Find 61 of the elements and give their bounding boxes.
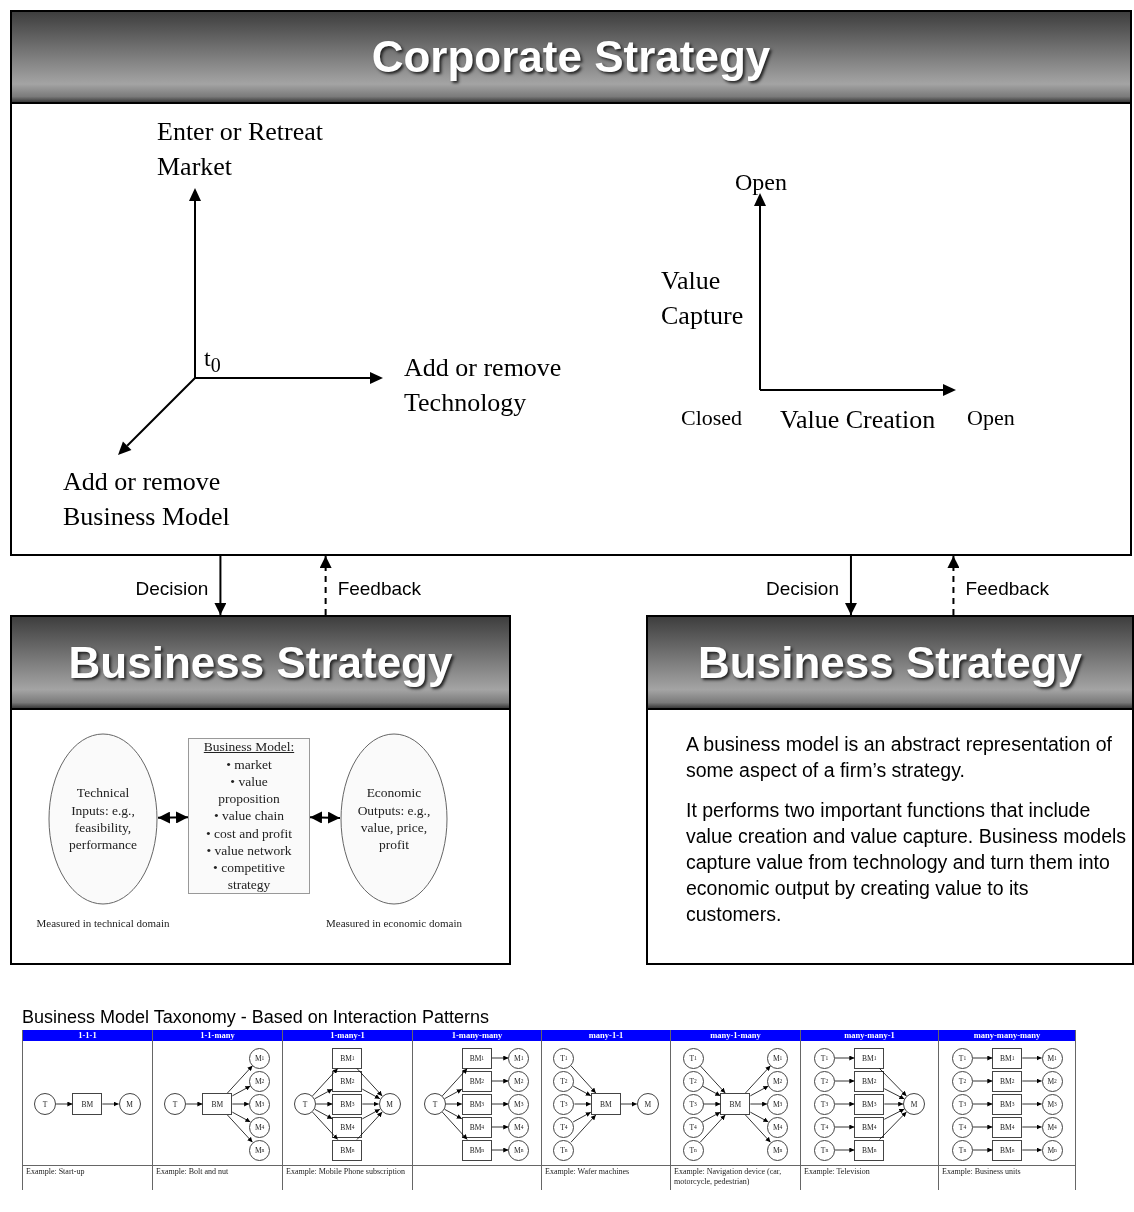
taxonomy-column [22, 1030, 152, 1190]
taxonomy-column [800, 1030, 938, 1190]
ellipse-text: Technical Inputs: e.g., feasibility, performance [67, 784, 139, 854]
taxonomy-column [670, 1030, 800, 1190]
column-header: 1-many-many [413, 1030, 541, 1041]
column-header: many-1-1 [542, 1030, 670, 1041]
example-text: Example: Navigation device (car, motorcycle, pedestrian) [671, 1165, 800, 1190]
column-header: 1-1-1 [23, 1030, 152, 1041]
panel-title: Corporate Strategy [371, 32, 771, 82]
strategy-panel [10, 10, 1132, 556]
arrow [214, 555, 227, 616]
bullet-item: • cost and profit [205, 824, 293, 842]
axis-label: Add or remove Technology [404, 352, 563, 420]
double-arrow [309, 811, 341, 824]
panel-title: Business Strategy [698, 637, 1082, 688]
strategy-panel [10, 615, 511, 965]
taxonomy-column [412, 1030, 541, 1190]
dashed-arrow [947, 555, 960, 616]
caption-text: Measured in economic domain [326, 917, 462, 929]
column-header: many-many-1 [801, 1030, 938, 1041]
axis-label: Add or remove Business Model [63, 466, 231, 534]
example-text: Example: Bolt and nut [153, 1165, 282, 1190]
bullet-item: • value proposition [217, 772, 281, 808]
column-header: many-many-many [939, 1030, 1075, 1041]
taxonomy-column [282, 1030, 412, 1190]
box-heading: Business Model: [203, 738, 295, 756]
axis-label: Open [735, 168, 787, 197]
bullet-item: • value network [206, 841, 292, 860]
caption-text: Measured in technical domain [36, 917, 170, 929]
example-text: Example: Mobile Phone subscription [283, 1165, 412, 1190]
taxonomy-column [152, 1030, 282, 1190]
axis-label: Value Capture [661, 265, 745, 333]
panel-title: Business Strategy [68, 637, 453, 688]
bullet-item: • competitive strategy [212, 859, 286, 894]
example-text: Example: Business units [939, 1165, 1075, 1190]
double-arrow [157, 811, 189, 824]
dashed-arrow [319, 555, 332, 616]
example-text: Example: Wafer machines [542, 1165, 670, 1190]
axis-label: Value Creation [780, 404, 936, 436]
section-title: Business Model Taxonomy - Based on Interaction Patterns [22, 1006, 489, 1029]
axis-label: Enter or Retreat Market [157, 116, 325, 184]
body-paragraph: A business model is an abstract representation of some aspect of a firm’s strategy. [686, 732, 1113, 783]
taxonomy-column [541, 1030, 670, 1190]
arrow [844, 555, 857, 616]
column-header: many-1-many [671, 1030, 800, 1041]
example-text: Example: Television [801, 1165, 938, 1190]
model-box [188, 738, 310, 894]
body-paragraph: It performs two important functions that include value creation and value capture. Business models capture value from technology and turn them into economic output by creating value to its customers. [686, 797, 1128, 927]
bullet-item: • value chain [214, 807, 284, 825]
taxonomy-column [938, 1030, 1076, 1190]
axis-label: t$_{0}$ [204, 344, 221, 378]
axis-label: Open [967, 404, 1015, 432]
axis-label: Closed [681, 404, 743, 432]
ellipse-node [340, 733, 448, 905]
column-header: 1-1-many [153, 1030, 282, 1041]
column-header: 1-many-1 [283, 1030, 412, 1041]
example-text: Example: Start-up [23, 1165, 152, 1190]
ellipse-text: Economic Outputs: e.g., value, price, profit [356, 784, 432, 854]
bullet-item: • market [226, 755, 272, 773]
strategy-panel [646, 615, 1134, 965]
ellipse-node [48, 733, 158, 905]
